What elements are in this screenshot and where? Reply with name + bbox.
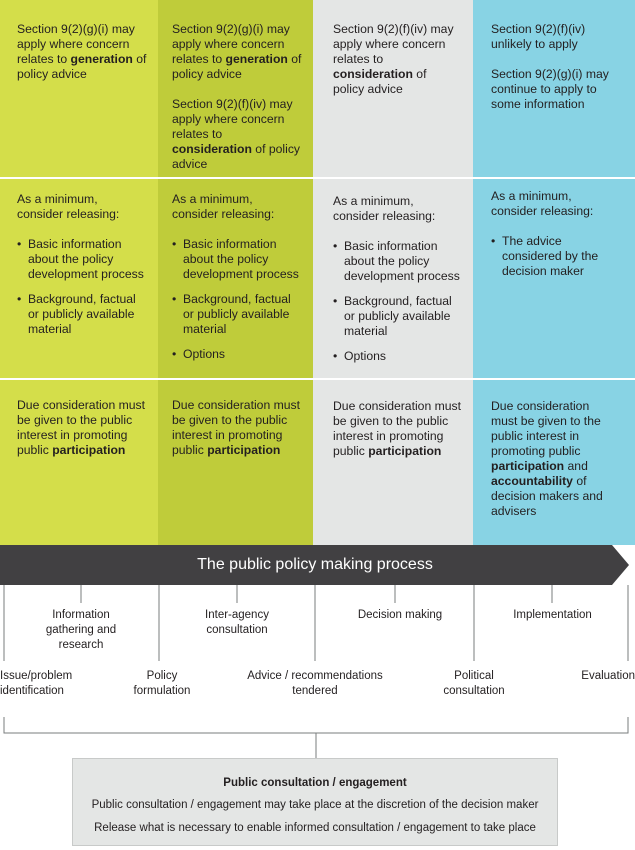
- point-issue-identification: Issue/problem identification: [0, 670, 73, 697]
- row-divider: [0, 378, 635, 380]
- consultation-line-1: Public consultation / engagement may tak…: [91, 799, 539, 811]
- list-item: Options: [172, 347, 302, 362]
- stage-implementation: Implementation: [513, 609, 592, 621]
- row3-cell-1: Due consideration must be given to the p…: [17, 398, 146, 457]
- row1-cell-4: Section 9(2)(f)(iv) unlikely to apply Se…: [491, 22, 609, 111]
- point-policy-formulation: Policy formulation: [133, 670, 191, 697]
- point-political-consultation: Political consultation: [443, 670, 505, 697]
- row2-cell-1: As a minimum, consider releasing: Basic …: [17, 192, 147, 347]
- process-title: The public policy making process: [197, 556, 433, 573]
- row3-cell-2: Due consideration must be given to the p…: [172, 398, 301, 457]
- consultation-title: Public consultation / engagement: [223, 777, 407, 789]
- point-advice-tendered: Advice / recommendations tendered: [247, 670, 383, 697]
- row1-cell-1: Section 9(2)(g)(i) may apply where conce…: [17, 22, 147, 81]
- row2-cell-3: As a minimum, consider releasing: Basic …: [333, 194, 463, 374]
- row3-cell-3: Due consideration must be given to the p…: [333, 399, 462, 458]
- stage-information-gathering: Information gathering and research: [45, 609, 117, 651]
- row1-cell-2: Section 9(2)(g)(i) may apply where conce…: [172, 22, 302, 171]
- row1-cell-3: Section 9(2)(f)(iv) may apply where conc…: [333, 22, 454, 96]
- list-item: Basic information about the policy devel…: [17, 237, 147, 282]
- arrow-shape: [0, 545, 629, 585]
- timeline-lines: [3, 585, 629, 758]
- row3-cell-4: Due consideration must be given to the p…: [491, 399, 603, 518]
- point-evaluation: Evaluation: [581, 670, 635, 682]
- row2-cell-4: As a minimum, consider releasing: The ad…: [491, 189, 621, 289]
- row2-cell-2: As a minimum, consider releasing: Basic …: [172, 192, 302, 372]
- stage-decision-making: Decision making: [357, 609, 443, 621]
- process-arrow: [0, 545, 629, 585]
- list-item: Background, factual or publicly availabl…: [172, 292, 302, 337]
- stage-inter-agency: Inter-agency consultation: [205, 609, 269, 636]
- consultation-box: Public consultation / engagement Public …: [72, 758, 558, 846]
- list-item: Basic information about the policy devel…: [333, 239, 463, 284]
- policy-grid: Section 9(2)(g)(i) may apply where conce…: [0, 0, 635, 545]
- row-divider: [0, 177, 635, 179]
- list-item: Options: [333, 349, 463, 364]
- list-item: Basic information about the policy devel…: [172, 237, 302, 282]
- list-item: The advice considered by the decision ma…: [491, 234, 621, 279]
- list-item: Background, factual or publicly availabl…: [17, 292, 147, 337]
- consultation-line-2: Release what is necessary to enable info…: [94, 822, 536, 834]
- list-item: Background, factual or publicly availabl…: [333, 294, 463, 339]
